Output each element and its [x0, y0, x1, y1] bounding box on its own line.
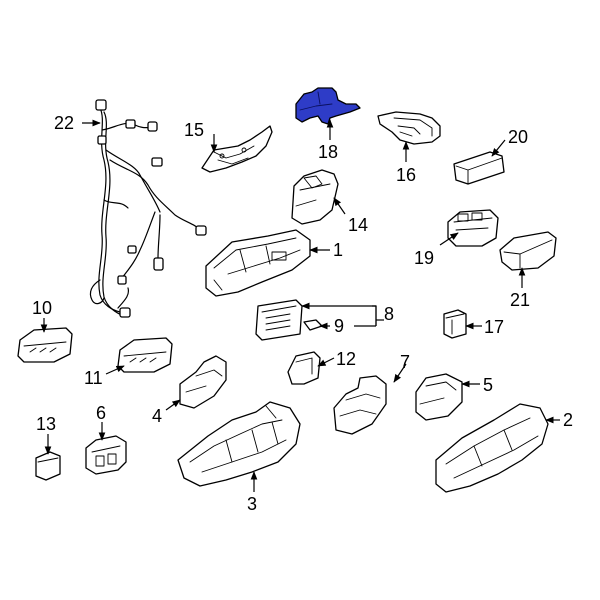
callout-19: 19: [414, 248, 434, 268]
callout-11: 11: [84, 368, 103, 388]
callout-3: 3: [247, 494, 257, 514]
leader-lines: [40, 119, 560, 492]
part-17-relay[interactable]: [443, 309, 467, 339]
callout-2: 2: [563, 410, 573, 430]
callout-numbers: 22 15 18 16 20 14 1 19 21 10 8 9 17 11 1…: [32, 113, 573, 514]
part-4-bracket[interactable]: [179, 355, 227, 409]
part-9-clip[interactable]: [303, 319, 323, 331]
part-1-fuse-box[interactable]: [205, 229, 311, 297]
callout-5: 5: [483, 375, 493, 395]
callout-21: 21: [510, 290, 530, 310]
callout-17: 17: [484, 317, 504, 337]
callout-15: 15: [184, 120, 204, 140]
part-16-module[interactable]: [377, 111, 441, 145]
callout-9: 9: [334, 316, 344, 336]
callout-22: 22: [54, 113, 74, 133]
part-21-box[interactable]: [499, 231, 557, 271]
callout-16: 16: [396, 165, 416, 185]
part-14-relay-box[interactable]: [291, 169, 339, 225]
part-15-bracket[interactable]: [201, 125, 273, 173]
callout-6: 6: [96, 403, 106, 423]
callout-10: 10: [32, 298, 52, 318]
callout-20: 20: [508, 127, 528, 147]
part-19-relay-block[interactable]: [447, 209, 499, 247]
part-20-cover[interactable]: [453, 151, 505, 185]
part-6-relay-assembly[interactable]: [85, 435, 127, 475]
callout-1: 1: [333, 240, 343, 260]
callout-18: 18: [318, 142, 338, 162]
callout-12: 12: [336, 349, 356, 369]
callout-7: 7: [400, 352, 410, 372]
part-12-bracket[interactable]: [287, 351, 321, 385]
part-18-bracket-highlighted[interactable]: [295, 87, 361, 125]
callout-13: 13: [36, 414, 56, 434]
part-8-module[interactable]: [255, 299, 303, 341]
part-7-bracket[interactable]: [333, 375, 387, 435]
part-10-control-module[interactable]: [17, 327, 73, 363]
part-3-tray[interactable]: [177, 401, 301, 487]
part-13-connector[interactable]: [35, 451, 61, 481]
part-22-wiring-harness[interactable]: [89, 99, 207, 318]
part-11-module[interactable]: [117, 337, 173, 373]
callout-8: 8: [384, 304, 394, 324]
callout-4: 4: [152, 406, 162, 426]
part-2-long-tray[interactable]: [435, 403, 549, 493]
callout-14: 14: [348, 215, 368, 235]
part-5-bracket[interactable]: [415, 373, 463, 421]
